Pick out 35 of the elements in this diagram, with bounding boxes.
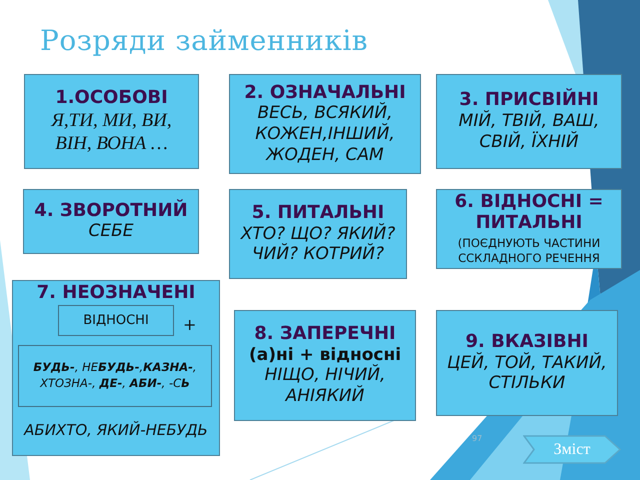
category-box (234, 310, 416, 421)
usage-note: (ПОЄДНУЮТЬ ЧАСТИНИ ССКЛАДНОГО РЕЧЕННЯ (456, 236, 602, 266)
affix-list: БУДЬ-, НЕБУДЬ-,КАЗНА-, ХТОЗНА-, ДЕ-, АБИ-, -СЬ (19, 360, 211, 392)
category-box (23, 189, 199, 254)
relative-pronoun-box (58, 305, 174, 336)
category-heading: 2. ОЗНАЧАЛЬНІ (244, 82, 406, 103)
category-box (229, 74, 421, 174)
pronoun-examples: Я,ТИ, МИ, ВИ, ВІН, ВОНА … (50, 108, 173, 156)
category-heading: 4. ЗВОРОТНИЙ (34, 200, 188, 222)
category-heading: 9. ВКАЗІВНІ (466, 332, 588, 352)
category-heading: 1.ОСОБОВІ (55, 88, 168, 109)
category-box (436, 74, 622, 169)
slide-title: Розряди займенників (40, 24, 368, 58)
page-number: 97 (472, 434, 482, 443)
category-box (12, 280, 220, 456)
category-heading: 7. НЕОЗНАЧЕНІ (36, 283, 196, 304)
category-heading: 8. ЗАПЕРЕЧНІ (254, 324, 396, 345)
pronoun-examples: ВЕСЬ, ВСЯКИЙ, КОЖЕН,ІНШИЙ, ЖОДЕН, САМ (254, 103, 396, 166)
pronoun-examples: АБИХТО, ЯКИЙ-НЕБУДЬ (22, 421, 209, 440)
category-box (436, 310, 618, 416)
category-box (24, 74, 199, 169)
pronoun-examples: ЦЕЙ, ТОЙ, ТАКИЙ, СТІЛЬКИ (446, 352, 608, 394)
pronoun-examples: НІЩО, НІЧИЙ, АНІЯКИЙ (264, 365, 386, 407)
formation-rule: (а)ні + відносні (248, 344, 402, 365)
category-box (436, 189, 622, 269)
pronoun-examples: СЕБЕ (88, 221, 134, 242)
pronoun-examples: ХТО? ЩО? ЯКИЙ? ЧИЙ? КОТРИЙ? (239, 224, 396, 266)
pronoun-examples: МІЙ, ТВІЙ, ВАШ, СВІЙ, ЇХНІЙ (458, 111, 600, 153)
relative-pronoun-label: ВІДНОСНІ (83, 312, 149, 328)
affix-list-box (18, 345, 212, 407)
category-heading: 6. ВІДНОСНІ = ПИТАЛЬНІ (454, 192, 604, 234)
category-box (229, 189, 407, 279)
category-heading: 5. ПИТАЛЬНІ (252, 202, 384, 223)
category-heading: 3. ПРИСВІЙНІ (459, 90, 599, 110)
plus-sign: + (183, 315, 196, 335)
